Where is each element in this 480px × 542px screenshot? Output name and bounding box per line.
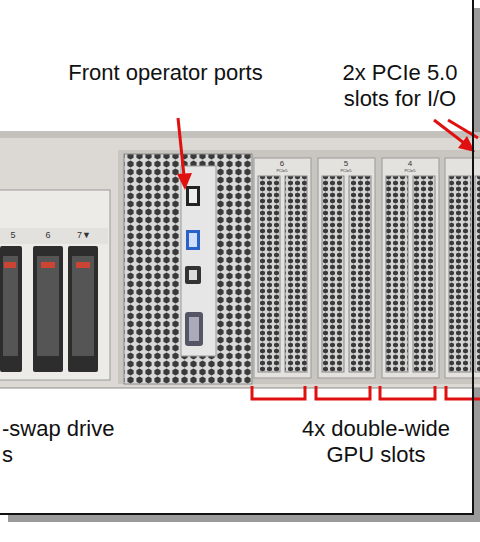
slot-label: PCIe5 xyxy=(262,169,302,173)
usb-port xyxy=(189,233,197,247)
drive-carrier xyxy=(68,246,98,372)
callout-label: Front operator ports xyxy=(68,60,263,86)
slot-number: 6 xyxy=(262,160,302,168)
drive-latch xyxy=(4,262,16,268)
drive-cage xyxy=(0,190,110,380)
slot-label: PCIe5 xyxy=(390,169,430,173)
bay-number: 5 xyxy=(2,231,24,240)
usb-port xyxy=(189,189,197,203)
port-strip xyxy=(181,166,216,356)
usb-port xyxy=(186,186,200,206)
drive-handle xyxy=(3,256,18,356)
chassis-top xyxy=(0,132,480,138)
bay-number: 6 xyxy=(36,231,60,240)
vga-port xyxy=(185,312,203,346)
drive-latch xyxy=(41,262,55,268)
drive-carrier xyxy=(33,246,63,372)
drive-carrier xyxy=(0,246,22,372)
vga-port xyxy=(189,317,199,341)
operator-panel xyxy=(124,154,252,384)
frame-shadow xyxy=(8,514,480,522)
bay-number: 7▼ xyxy=(70,231,98,240)
usb-b-port xyxy=(185,266,201,284)
drive-number-strip xyxy=(0,228,108,244)
slot-number: 4 xyxy=(390,160,430,168)
usb-b-port xyxy=(189,270,197,280)
callout-label: 2x PCIe 5.0 slots for I/O xyxy=(325,60,475,113)
callout-label: 4x double-wide GPU slots xyxy=(290,416,462,469)
bracket xyxy=(252,386,480,399)
drive-handle xyxy=(72,256,94,356)
chassis xyxy=(0,132,480,388)
gpu-slots xyxy=(254,158,480,378)
slot-number: 5 xyxy=(326,160,366,168)
leader-arrow xyxy=(177,118,478,190)
drive-handle xyxy=(37,256,59,356)
callout-label: -swap drive s xyxy=(2,416,124,469)
drive-latch xyxy=(76,262,90,268)
front-recess xyxy=(118,150,480,384)
slot-label: PCIe5 xyxy=(326,169,366,173)
usb-port xyxy=(186,230,200,250)
